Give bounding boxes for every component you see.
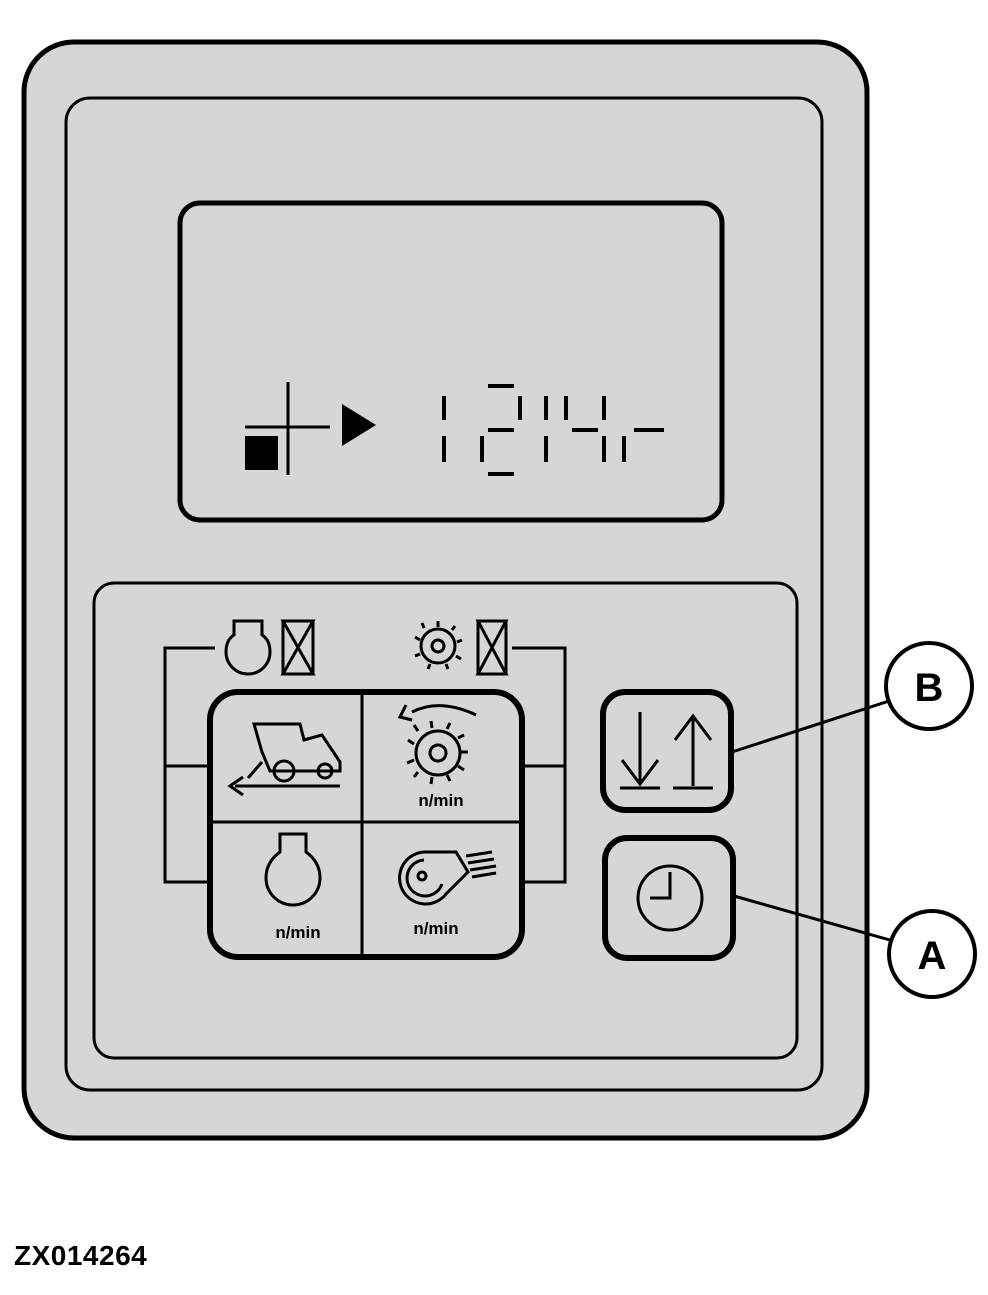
rotor-hours-icon [414, 619, 509, 676]
rotor-speed-key[interactable]: n/min [362, 695, 519, 822]
callout-b: B [884, 641, 974, 731]
lcd-display [177, 200, 725, 523]
left-bracket [163, 646, 215, 884]
engine-hours-icon [224, 619, 316, 676]
right-bracket [512, 646, 567, 884]
engine-speed-key[interactable]: n/min [213, 822, 362, 954]
callout-b-leader [731, 698, 893, 754]
monitor-panel: n/min n/min n/min [21, 39, 977, 1141]
segment-readout [442, 384, 664, 476]
engine-icon [264, 832, 322, 907]
engine-unit-label: n/min [275, 923, 320, 942]
up-down-button[interactable] [600, 689, 734, 813]
fan-speed-key[interactable]: n/min [362, 822, 519, 954]
rotor-icon [397, 704, 477, 785]
clock-icon [636, 864, 704, 932]
callout-a-label: A [918, 934, 947, 978]
cleaning-fan-icon [398, 850, 497, 906]
figure-id: ZX014264 [14, 1240, 148, 1271]
clock-button[interactable] [602, 835, 736, 961]
ground-speed-key[interactable] [213, 695, 362, 822]
combine-harvester-icon [227, 722, 342, 797]
field-position-icon [245, 382, 376, 475]
down-up-arrows-icon [620, 712, 713, 790]
fan-unit-label: n/min [413, 919, 458, 938]
callout-a: A [887, 909, 977, 999]
callout-b-label: B [915, 666, 944, 710]
callout-a-leader [733, 894, 891, 942]
rotor-unit-label: n/min [418, 791, 463, 810]
